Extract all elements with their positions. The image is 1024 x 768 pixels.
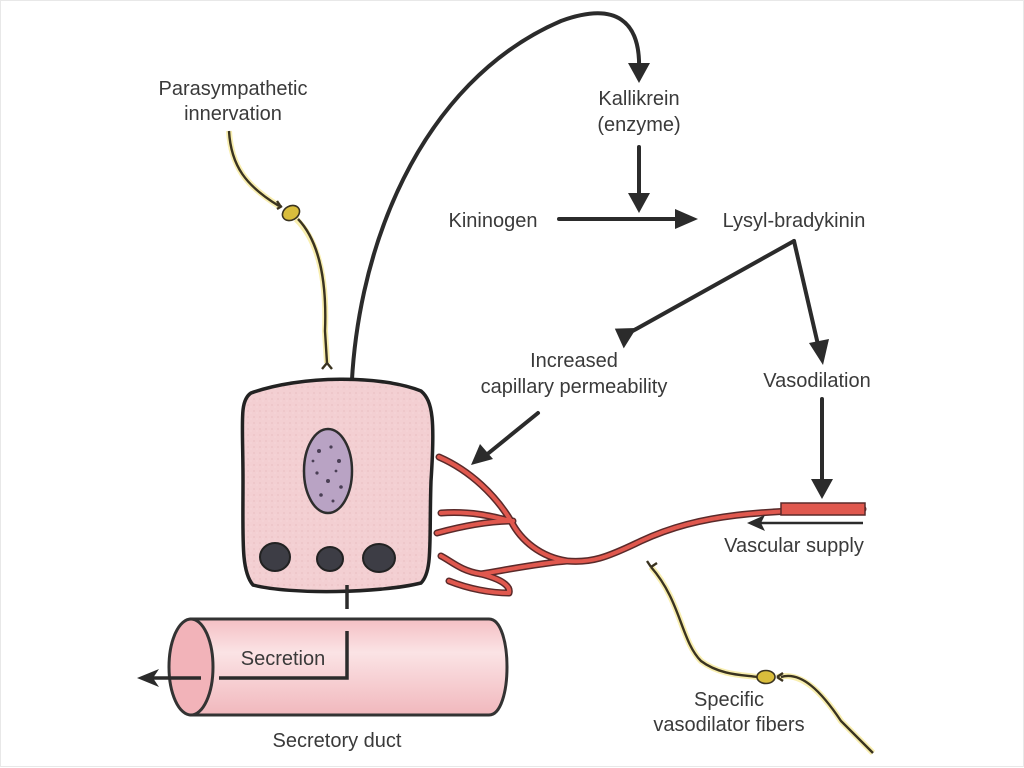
arrowhead-icon [628, 193, 650, 213]
secretion-path [219, 585, 349, 680]
permeability-to-capillary-arrow [483, 411, 540, 458]
arrowhead-icon [614, 328, 637, 349]
cell-to-kallikrein-arrow [349, 11, 642, 415]
arrowhead-icon [747, 515, 765, 531]
arrowhead-icon [675, 209, 698, 229]
arrowhead-icon [471, 444, 493, 465]
label-specific: Specific [694, 689, 764, 711]
vasodilator-nerve [646, 560, 876, 756]
secretory-granule [362, 543, 396, 573]
label-secretory-duct: Secretory duct [273, 730, 402, 752]
to-permeability-arrow [627, 239, 796, 335]
label-enzyme: (enzyme) [597, 114, 680, 136]
secretory-granule [316, 546, 344, 572]
label-vascular-supply: Vascular supply [724, 535, 864, 557]
arrowhead-icon [811, 479, 833, 499]
arrowhead-icon [628, 63, 650, 83]
label-vasodilation: Vasodilation [763, 370, 870, 392]
label-secretion: Secretion [241, 648, 326, 670]
blood-vessel-tree [433, 453, 867, 597]
label-increased: Increased [530, 350, 618, 372]
to-vasodilation-arrow [792, 239, 821, 351]
label-lysyl-bradykinin: Lysyl-bradykinin [723, 210, 866, 232]
label-parasympathetic: Parasympathetic [159, 78, 308, 100]
label-vasodilator-fibers: vasodilator fibers [653, 714, 804, 736]
secretory-duct [167, 617, 509, 717]
duct-opening [167, 617, 215, 717]
label-kallikrein: Kallikrein [598, 88, 679, 110]
secretory-granule [259, 542, 291, 572]
label-kininogen: Kininogen [449, 210, 538, 232]
arrowhead-icon [809, 339, 829, 365]
secretory-cell [240, 377, 435, 594]
nucleus [302, 427, 354, 515]
label-capillary-permeability: capillary permeability [481, 376, 668, 398]
duct-tube [189, 617, 509, 717]
ganglion-icon [281, 204, 301, 222]
arrowhead-icon [137, 669, 159, 687]
label-innervation: innervation [184, 103, 282, 125]
parasympathetic-nerve [226, 130, 333, 370]
ganglion-icon [756, 669, 776, 685]
